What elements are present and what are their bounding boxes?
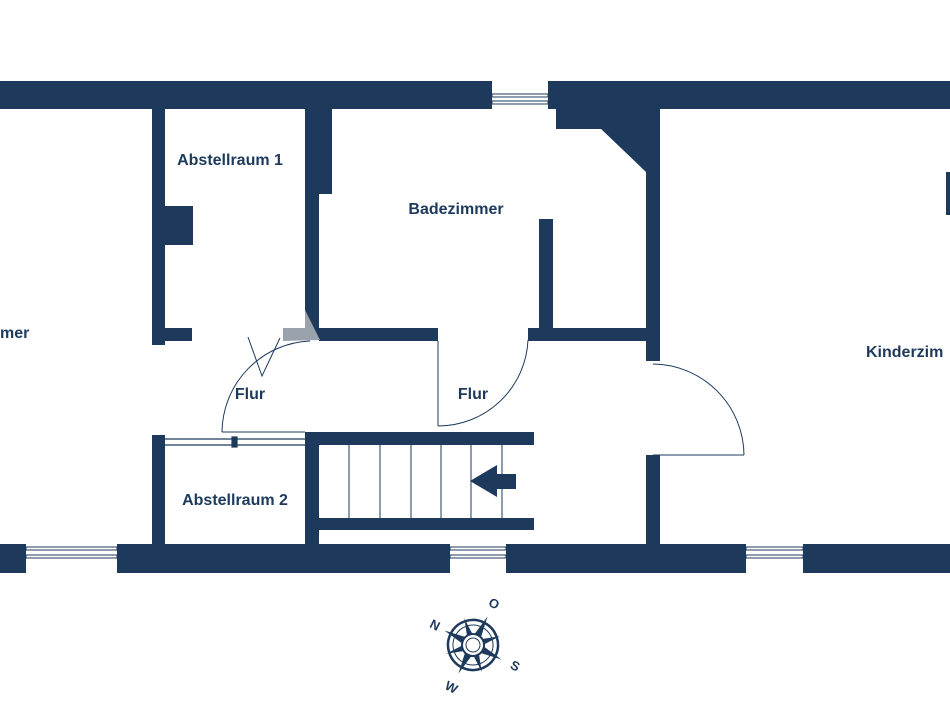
door-swing-bath[interactable] xyxy=(437,339,529,427)
top-wall-right xyxy=(548,81,950,109)
partition-flur-kinder xyxy=(646,455,660,546)
label-left-room: mer xyxy=(0,325,29,342)
label-badezimmer: Badezimmer xyxy=(408,201,503,218)
bottom-wall-2 xyxy=(117,544,450,573)
stair-wall-top xyxy=(305,432,534,445)
compass-north: N xyxy=(427,616,442,634)
door-swing-kinder[interactable] xyxy=(652,363,745,456)
partition-abstell-2-west xyxy=(152,435,165,546)
door-marker-v xyxy=(247,336,281,378)
top-wall-left xyxy=(0,81,492,109)
doors xyxy=(221,336,745,456)
bath-corner-diagonal xyxy=(600,128,646,172)
window-bottom-3 xyxy=(745,546,804,559)
bottom-wall-3 xyxy=(506,544,746,573)
door-swing-flur-left[interactable] xyxy=(221,340,311,433)
windows xyxy=(25,93,804,559)
wall-fragment xyxy=(283,310,320,341)
label-flur-right: Flur xyxy=(458,386,488,403)
bath-inner-wall xyxy=(539,219,553,332)
label-kinderzimmer: Kinderzim xyxy=(866,344,943,361)
label-abstellraum-2: Abstellraum 2 xyxy=(182,492,288,509)
bath-corner-block xyxy=(556,107,646,129)
window-bottom-2 xyxy=(449,546,507,559)
partition-abstell-bad-top xyxy=(305,107,332,194)
bottom-wall-4 xyxy=(803,544,950,573)
stair-arrow-icon xyxy=(470,465,516,497)
compass-west: W xyxy=(443,678,461,697)
stair-wall-bottom xyxy=(305,518,534,530)
room-labels: Abstellraum 1 Badezimmer mer Kinderzim F… xyxy=(0,152,943,509)
walls xyxy=(0,81,950,573)
abstell-1-stub xyxy=(165,328,192,341)
label-flur-left: Flur xyxy=(235,386,265,403)
compass-east: O xyxy=(486,595,502,613)
compass-icon: N S W O xyxy=(427,595,523,698)
partition-abstell-1-west xyxy=(152,107,165,345)
abstell-1-chimney xyxy=(165,206,193,245)
window-bottom-1 xyxy=(25,546,118,559)
bottom-wall-1 xyxy=(0,544,26,573)
stair-wall-left xyxy=(305,432,319,546)
compass-south: S xyxy=(508,657,523,674)
right-edge-mark xyxy=(946,172,950,215)
abstell-2-door[interactable] xyxy=(165,436,305,448)
label-abstellraum-1: Abstellraum 1 xyxy=(177,152,283,169)
bath-south-wall-left xyxy=(319,328,438,341)
partition-bad-kinder xyxy=(646,107,660,361)
window-top xyxy=(491,93,549,105)
bath-south-wall-right xyxy=(528,328,646,341)
